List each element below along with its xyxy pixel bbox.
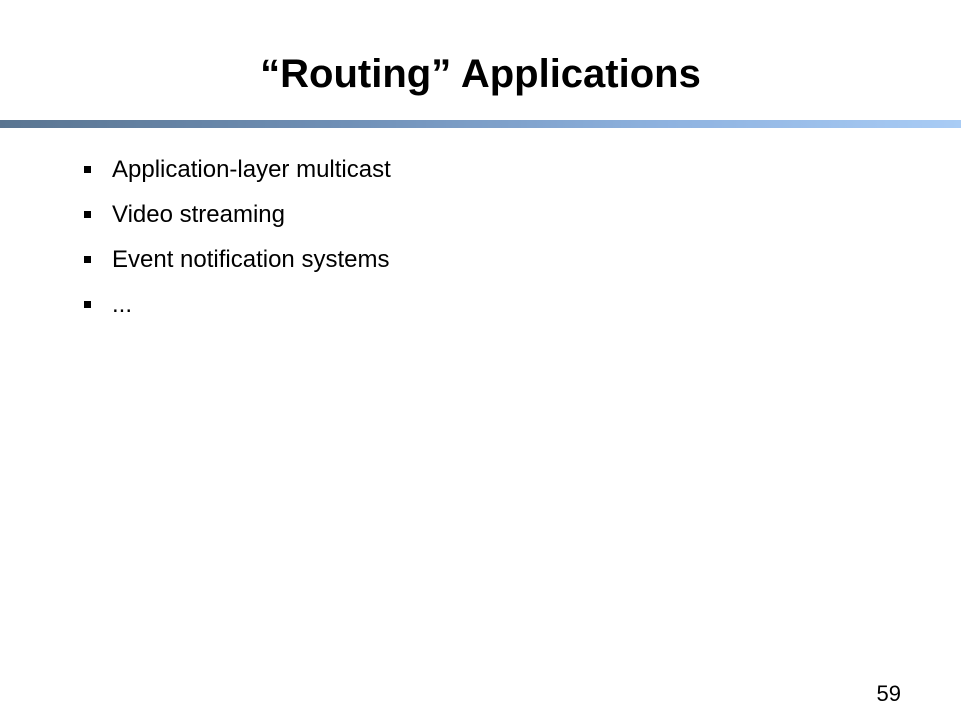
square-bullet-icon	[84, 301, 91, 308]
square-bullet-icon	[84, 256, 91, 263]
title-divider	[0, 120, 961, 128]
square-bullet-icon	[84, 166, 91, 173]
slide-title: “Routing” Applications	[260, 52, 701, 96]
bullet-text: Event notification systems	[112, 245, 390, 273]
bullet-item: ...	[84, 282, 391, 327]
square-bullet-icon	[84, 211, 91, 218]
bullet-item: Event notification systems	[84, 237, 391, 282]
bullet-text: Application-layer multicast	[112, 155, 391, 183]
bullet-text: ...	[112, 290, 133, 318]
bullet-item: Application-layer multicast	[84, 147, 391, 192]
bullet-text: Video streaming	[112, 200, 285, 228]
bullet-list: Application-layer multicast Video stream…	[84, 147, 391, 327]
page-number: 59	[876, 681, 901, 706]
bullet-item: Video streaming	[84, 192, 391, 237]
